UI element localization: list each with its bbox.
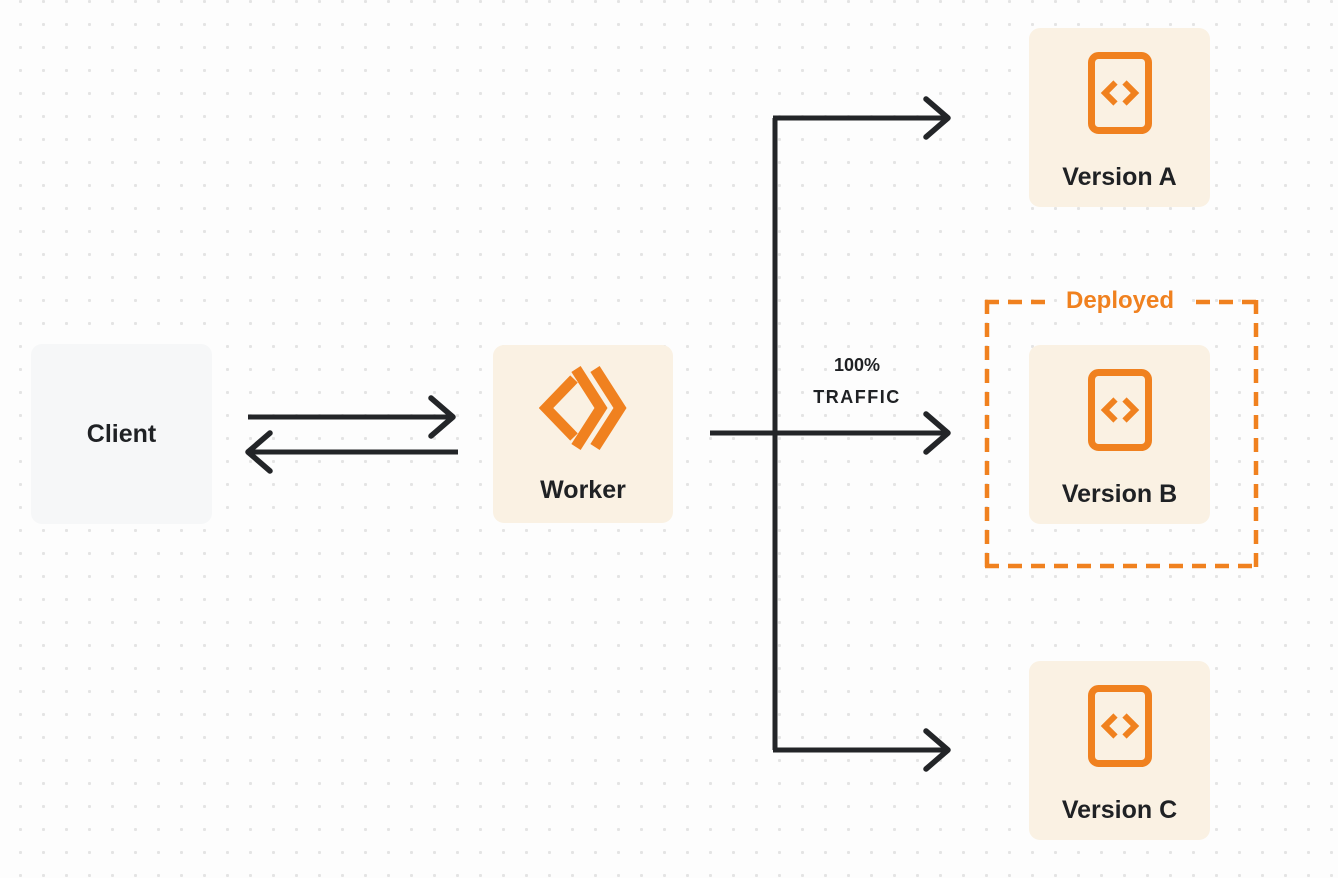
code-file-icon	[1087, 52, 1152, 134]
arrow-to-version-a	[773, 96, 951, 140]
deployed-badge: Deployed	[1065, 287, 1175, 314]
arrow-worker-to-client	[245, 430, 458, 474]
version-a-label: Version A	[1062, 163, 1177, 191]
version-b-label: Version B	[1061, 480, 1178, 508]
traffic-percentage-label: 100% TRAFFIC	[777, 349, 937, 413]
node-version-b: Version B	[1029, 345, 1210, 524]
version-c-label: Version C	[1061, 796, 1178, 824]
client-label: Client	[86, 420, 157, 448]
worker-label: Worker	[540, 476, 626, 504]
workers-logo-icon	[539, 366, 627, 450]
arrow-to-version-c	[773, 728, 951, 772]
traffic-percentage-value: 100%	[833, 355, 881, 375]
traffic-word: TRAFFIC	[813, 387, 901, 407]
code-file-icon	[1087, 369, 1152, 451]
arrow-to-version-b	[710, 411, 951, 455]
node-worker: Worker	[493, 345, 673, 523]
node-client: Client	[31, 344, 212, 524]
node-version-c: Version C	[1029, 661, 1210, 840]
node-version-a: Version A	[1029, 28, 1210, 207]
arrow-client-to-worker	[248, 395, 456, 439]
code-file-icon	[1087, 685, 1152, 767]
